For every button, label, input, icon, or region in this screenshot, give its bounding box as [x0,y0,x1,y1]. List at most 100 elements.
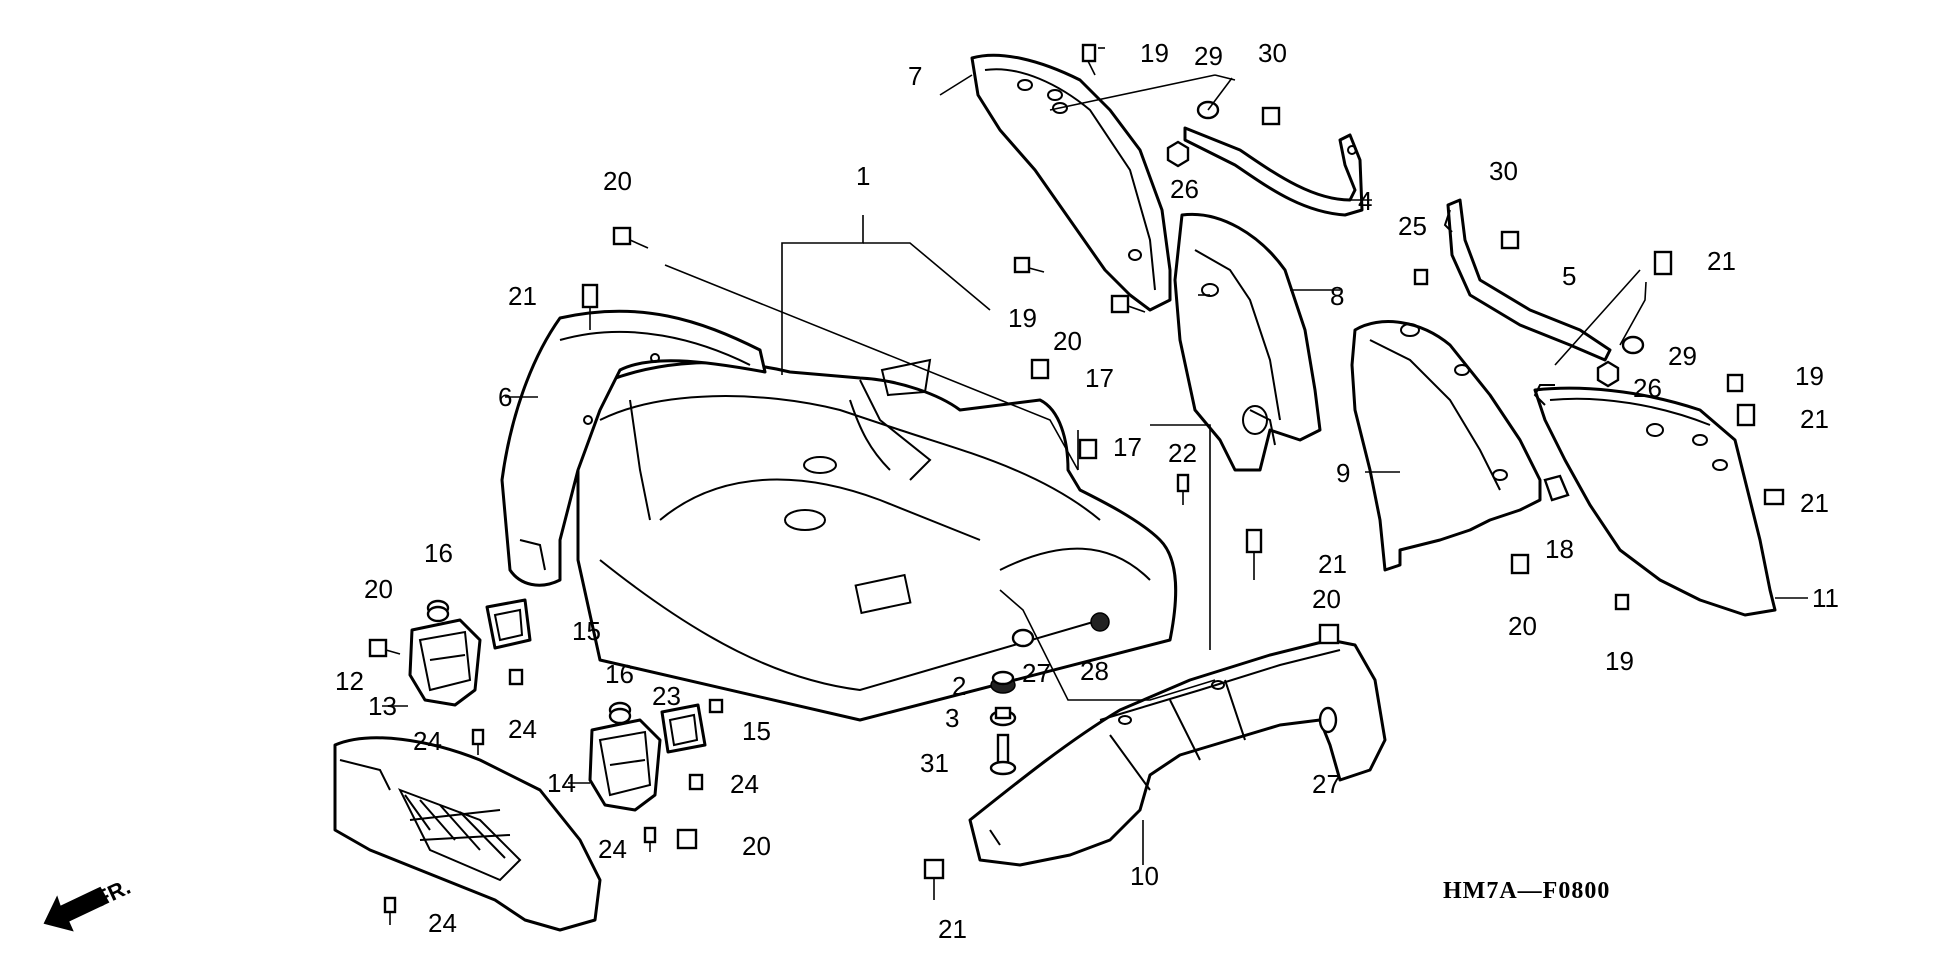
callout-28: 28 [1080,656,1109,686]
nut-26b [1596,360,1620,388]
bolt-20-right [1318,623,1340,645]
callout-24a: 24 [508,714,537,744]
headlight-housing-right [588,718,662,812]
screw-24-mid [471,728,485,755]
callout-15a: 15 [572,616,601,646]
callout-4: 4 [1358,186,1372,216]
callout-27b: 27 [1312,769,1341,799]
rubber-block-15b [660,703,707,754]
callout-22: 22 [1168,438,1197,468]
callout-17a: 17 [1085,363,1114,393]
callout-17b: 17 [1113,432,1142,462]
left-side-fender [500,309,767,587]
callout-19c: 19 [1795,361,1824,391]
clip-21-right-top [1653,250,1673,276]
callout-31: 31 [920,748,949,778]
callout-21e: 21 [1800,488,1829,518]
screw-24-low [643,826,657,852]
bolt-31 [989,733,1017,776]
clip-21-bottom [923,858,945,900]
bolt-30b [1500,230,1520,250]
callout-30b: 30 [1489,156,1518,186]
washer-27a [1011,628,1035,648]
stay-bracket-5 [1443,198,1612,362]
arrow-left-icon [43,886,110,932]
stay-bracket-4 [1183,126,1364,217]
nut-26a [1166,140,1190,168]
callout-20d: 20 [1312,584,1341,614]
callout-10: 10 [1130,861,1159,891]
bolt-20-low [676,828,698,850]
washer-27b [1318,706,1338,734]
clip-21-right-mid [1736,403,1756,427]
clip-18 [1543,474,1570,502]
callout-20a: 20 [603,166,632,196]
callout-13: 13 [368,691,397,721]
callout-9: 9 [1336,458,1350,488]
diagram-code: HM7A—F0800 [1443,878,1610,904]
callout-26a: 26 [1170,174,1199,204]
callout-6: 6 [498,382,512,412]
callout-18: 18 [1545,534,1574,564]
bolt-30a [1261,106,1281,126]
right-rear-shroud [1350,320,1542,572]
screw-19-left [1013,256,1045,274]
callout-8: 8 [1330,281,1344,311]
callout-16b: 16 [605,659,634,689]
bolt-20-lower-right [1510,553,1530,575]
nut-28 [1090,612,1110,632]
callout-19d: 19 [1605,646,1634,676]
callout-21f: 21 [938,914,967,944]
cushion-2 [990,670,1016,694]
callout-20b: 20 [1053,326,1082,356]
callout-16a: 16 [424,538,453,568]
clip-21-mid [1245,528,1263,580]
right-lower-fender [968,638,1387,867]
callout-1: 1 [856,161,870,191]
callout-19b: 19 [1008,303,1037,333]
callout-27a: 27 [1022,658,1051,688]
collar-3 [989,706,1017,727]
callout-20f: 20 [1508,611,1537,641]
callout-30a: 30 [1258,38,1287,68]
callout-29a: 29 [1194,41,1223,71]
bolt-20-left [368,638,401,658]
callout-3: 3 [945,703,959,733]
callout-2: 2 [952,671,966,701]
screw-19-top [1081,43,1097,76]
screw-19-bottom-right [1614,593,1630,611]
leader-lines [382,47,1808,865]
clip-21-left [581,283,599,330]
callout-21c: 21 [1707,246,1736,276]
headlight-housing-left [408,618,482,707]
callout-21a: 21 [508,281,537,311]
clip-21-right-low [1763,488,1785,506]
callout-19a: 19 [1140,38,1169,68]
nut-17a [1030,358,1050,380]
right-inner-shroud [1173,212,1322,472]
screw-24-right [688,773,704,791]
bolt-20-mid [1110,294,1146,314]
nut-17b [1078,438,1098,460]
upper-right-panel [970,53,1172,312]
grommet-16a [426,599,450,623]
screw-23 [708,698,724,714]
screw-19-right [1726,373,1744,393]
front-grille-panel [333,736,602,932]
callout-11: 11 [1812,583,1839,613]
bolt-20-top [612,226,649,249]
screw-24-bottom [383,896,397,925]
callout-20e: 20 [742,831,771,861]
rubber-block-15a [485,598,532,650]
callout-14: 14 [547,768,576,798]
callout-15b: 15 [742,716,771,746]
callout-25: 25 [1398,211,1427,241]
front-direction-arrow: FR. [43,874,134,932]
callout-26b: 26 [1633,373,1662,403]
pin-22 [1176,473,1190,505]
callout-12: 12 [335,666,364,696]
grommet-16b [608,701,632,725]
callout-21b: 21 [1318,549,1347,579]
callout-24b: 24 [413,726,442,756]
callout-20c: 20 [364,574,393,604]
